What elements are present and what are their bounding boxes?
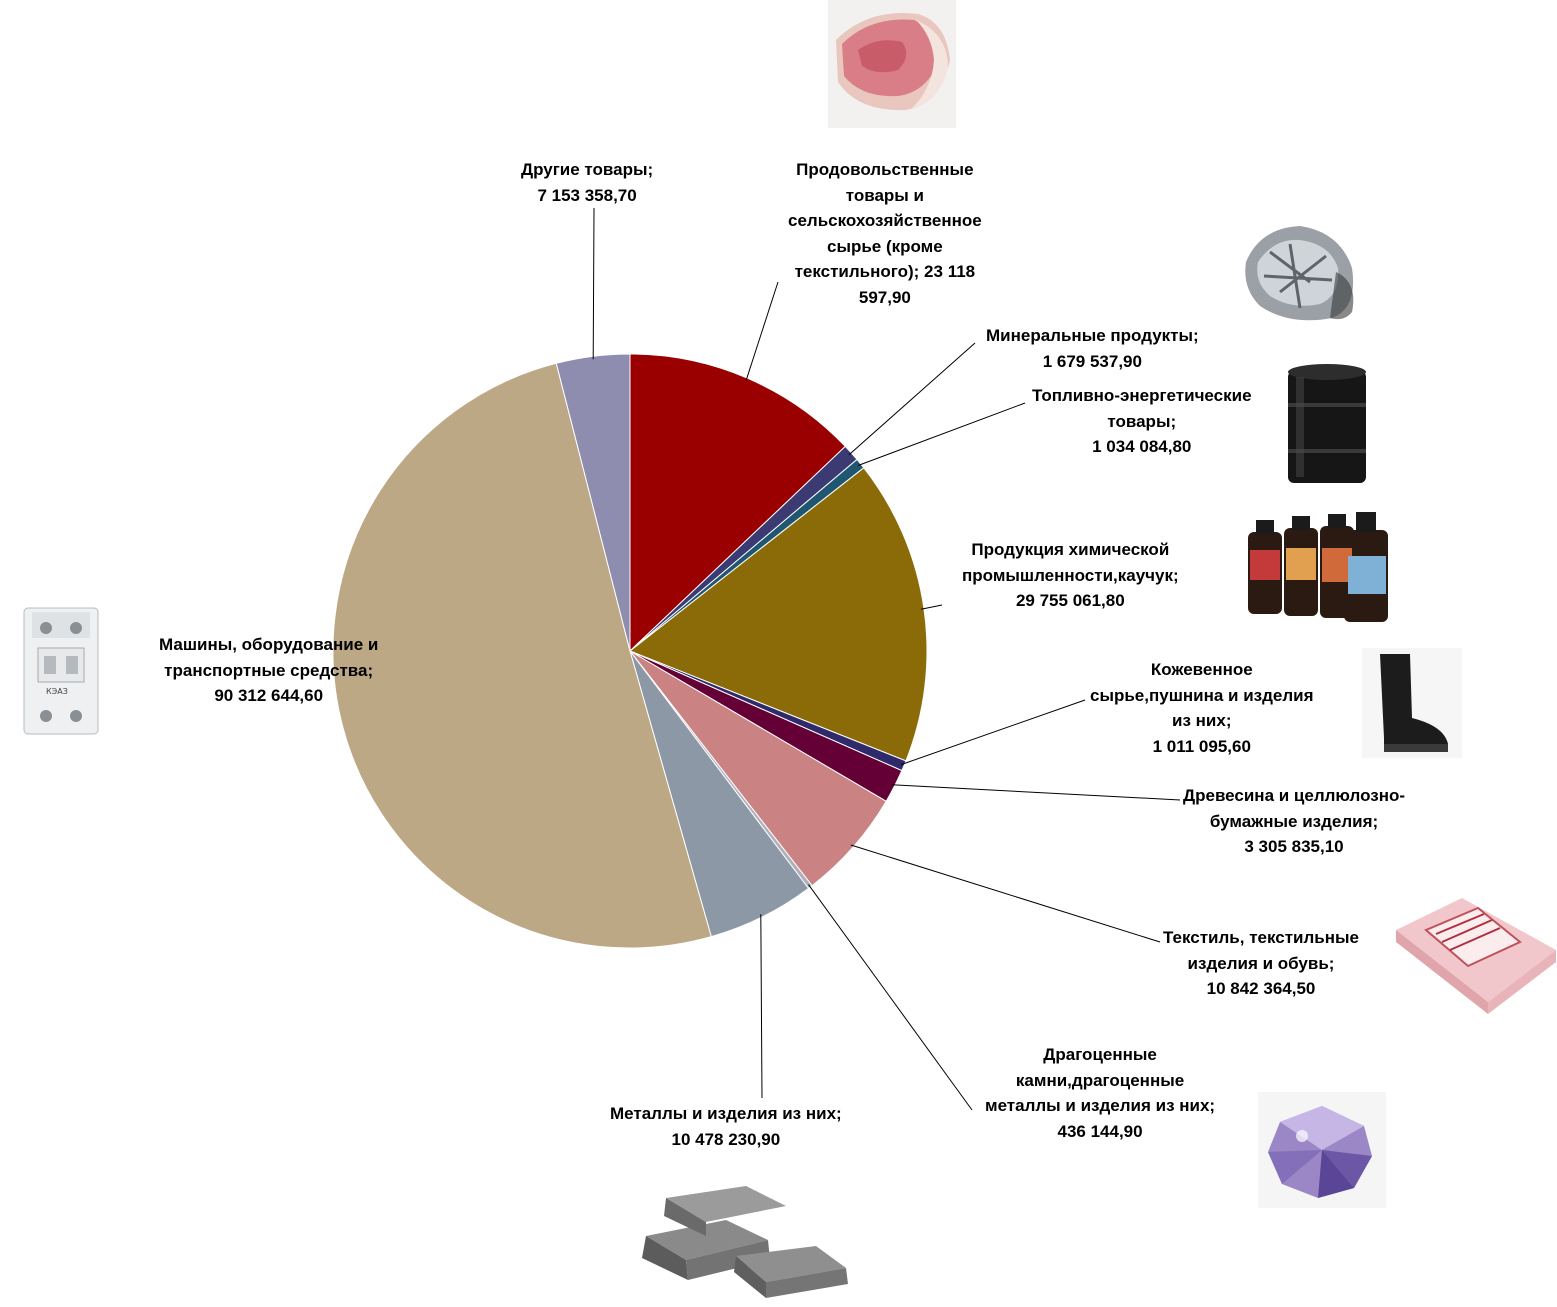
leader-line-1 [848, 342, 976, 456]
slice-label-line: транспортные средства; [164, 660, 374, 680]
meat-icon [828, 0, 956, 128]
slice-label-line: из них; [1172, 711, 1232, 730]
slice-label-line: товары и [845, 185, 924, 205]
leader-line-10 [592, 207, 595, 360]
slice-label-machines: Машины, оборудование и транспортные средс… [159, 632, 378, 709]
slice-label-line: 90 312 644,60 [214, 686, 324, 705]
paper-pack-icon [1396, 898, 1556, 1014]
slice-label-line: Текстиль, текстильные [1163, 928, 1359, 947]
slice-label-line: 597,90 [858, 287, 911, 307]
slice-label-textile: Текстиль, текстильные изделия и обувь; 10 … [1163, 925, 1359, 1002]
slice-label-line: 7 153 358,70 [537, 185, 637, 205]
leader-line-8 [760, 914, 763, 1099]
slice-label-line: Продовольственные [796, 160, 974, 179]
slice-label-line: Другие товары; [521, 160, 654, 179]
circuit-breaker-icon: КЭАЗ [23, 607, 99, 735]
chemical-bottles-icon [1248, 512, 1388, 622]
leader-line-4 [901, 699, 1086, 766]
breaker-mark: КЭАЗ [46, 687, 68, 696]
slice-label-mineral: Минеральные продукты; 1 679 537,90 [986, 323, 1199, 374]
slice-label-line: Топливно-энергетические [1032, 386, 1252, 405]
aluminium-scrap-icon [1245, 226, 1354, 321]
slice-label-line: Древесина и целлюлозно- [1183, 786, 1406, 805]
slice-label-fuel: Топливно-энергетические товары; 1 034 084,… [1032, 383, 1252, 460]
slice-label-line: Машины, оборудование и [159, 635, 379, 654]
slice-label-other: Другие товары; 7 153 358,70 [521, 157, 653, 208]
slice-label-leather: Кожевенное сырье,пушнина и изделия из них;… [1090, 657, 1314, 759]
slice-label-line: 1 034 084,80 [1092, 437, 1192, 456]
slice-label-line: 29 755 061,80 [1015, 591, 1125, 610]
metal-ingots-icon [642, 1186, 848, 1298]
pie-slice-9 [332, 362, 712, 949]
leader-line-0 [745, 281, 779, 381]
leader-line-6 [850, 844, 1161, 943]
slice-label-line: изделия и обувь; [1187, 953, 1335, 973]
slice-label-line: 3 305 835,10 [1244, 837, 1344, 856]
slice-label-line: промышленности,каучук; [962, 565, 1179, 585]
slice-label-line: 1 011 095,60 [1152, 736, 1251, 756]
slice-label-line: товары; [1107, 411, 1177, 431]
slice-label-line: Кожевенное [1150, 660, 1253, 679]
slice-label-line: сырье (кроме [826, 236, 943, 256]
leader-line-2 [857, 402, 1026, 466]
slice-label-line: Продукция химической [971, 540, 1170, 559]
oil-barrel-icon [1288, 364, 1366, 483]
leader-line-3 [920, 604, 943, 610]
slice-label-precious: Драгоценные камни,драгоценные металлы и из… [985, 1042, 1215, 1144]
slice-label-line: Металлы и изделия из них; [610, 1104, 842, 1123]
slice-label-chemical: Продукция химической промышленности,каучу… [962, 537, 1179, 614]
slice-label-line: камни,драгоценные [1015, 1070, 1185, 1090]
slice-label-line: текстильного); 23 118 [794, 262, 976, 281]
leader-lines [592, 207, 1181, 1111]
gemstone-icon [1258, 1092, 1386, 1208]
leader-line-7 [808, 884, 973, 1111]
slice-label-line: бумажные изделия; [1209, 811, 1379, 831]
slice-label-line: металлы и изделия из них; [985, 1096, 1216, 1115]
slice-label-line: 436 144,90 [1057, 1121, 1143, 1141]
slice-label-wood: Древесина и целлюлозно-бумажные изделия;… [1183, 783, 1405, 860]
slice-label-line: сельскохозяйственное [788, 211, 982, 230]
slice-label-metals: Металлы и изделия из них; 10 478 230,90 [610, 1101, 842, 1152]
slice-label-line: Драгоценные [1043, 1045, 1157, 1064]
slice-label-line: 10 842 364,50 [1206, 979, 1316, 998]
slice-label-line: 10 478 230,90 [671, 1129, 781, 1149]
leader-line-5 [891, 784, 1181, 801]
slice-label-food: Продовольственные товары и сельскохозяйств… [788, 157, 982, 310]
leather-boot-icon [1362, 648, 1462, 758]
slice-label-line: 1 679 537,90 [1042, 351, 1142, 371]
pie-slices [332, 353, 928, 949]
slice-label-line: сырье,пушнина и изделия [1090, 685, 1314, 705]
slice-label-line: Минеральные продукты; [986, 326, 1199, 345]
